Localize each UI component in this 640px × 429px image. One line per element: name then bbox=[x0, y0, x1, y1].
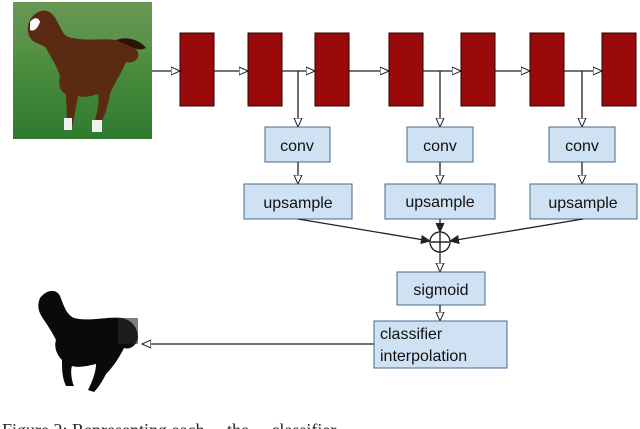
network-pipeline bbox=[152, 32, 637, 107]
branch-1: conv upsample bbox=[243, 126, 353, 220]
conv-box-2 bbox=[406, 126, 474, 163]
conv-layer-1 bbox=[179, 32, 215, 107]
figure-caption: Figure 2: Representing each ... the ... … bbox=[2, 420, 390, 429]
upsample-box-3 bbox=[529, 183, 638, 220]
classifier-interpolation-box bbox=[373, 320, 508, 369]
conv-layer-4 bbox=[388, 32, 424, 107]
classifier-label-line1: classifier bbox=[380, 326, 443, 343]
upsample-label-2: upsample bbox=[405, 194, 474, 211]
conv-label-1: conv bbox=[280, 138, 314, 155]
conv-label-2: conv bbox=[423, 138, 457, 155]
classifier-label-line2: interpolation bbox=[380, 348, 467, 365]
branch-2: conv upsample bbox=[384, 126, 496, 220]
horse-silhouette-icon bbox=[38, 290, 138, 392]
conv-layer-6 bbox=[529, 32, 565, 107]
upsample-label-3: upsample bbox=[548, 195, 617, 212]
conv-box-3 bbox=[548, 126, 616, 163]
conv-box-1 bbox=[264, 126, 331, 163]
upsample-box-2 bbox=[384, 183, 496, 220]
conv-layer-5 bbox=[460, 32, 496, 107]
conv-layer-7 bbox=[601, 32, 637, 107]
upsample-label-1: upsample bbox=[263, 195, 332, 212]
upsample-box-1 bbox=[243, 183, 353, 220]
conv-layer-3 bbox=[314, 32, 350, 107]
circled-plus-icon bbox=[429, 231, 451, 253]
horse-icon bbox=[27, 10, 139, 130]
input-horse-image bbox=[13, 2, 152, 139]
sigmoid-label: sigmoid bbox=[413, 282, 468, 299]
conv-layer-2 bbox=[247, 32, 283, 107]
output-horse-mask bbox=[38, 290, 138, 392]
conv-label-3: conv bbox=[565, 138, 599, 155]
branch-3: conv upsample bbox=[529, 126, 638, 220]
sigmoid-box bbox=[396, 271, 486, 306]
